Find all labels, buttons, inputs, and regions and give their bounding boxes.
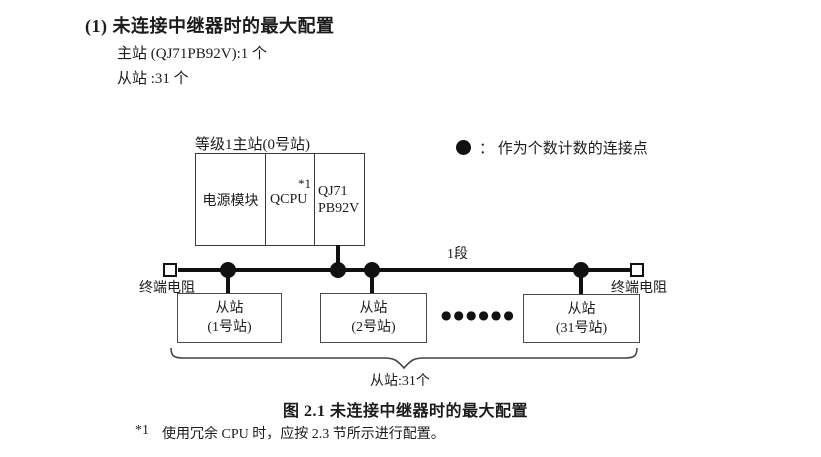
connection-point-dot — [573, 262, 589, 278]
qcpu-label: QCPU — [270, 191, 308, 207]
qcpu-cell: *1 QCPU — [266, 154, 315, 245]
slave-1-line2: (1号站) — [207, 320, 252, 335]
footnote-marker: *1 — [135, 423, 149, 438]
connection-point-dot — [220, 262, 236, 278]
footnote-text: 使用冗余 CPU 时，应按 2.3 节所示进行配置。 — [162, 427, 445, 442]
power-module-cell: 电源模块 — [196, 154, 266, 245]
right-terminator-label: 终端电阻 — [611, 281, 667, 296]
qj71-line2: PB92V — [318, 200, 360, 216]
slave-31-line1: 从站 — [567, 301, 596, 317]
slave-station-box-31: 从站 (31号站) — [523, 294, 640, 343]
bus-line — [178, 268, 630, 272]
legend: ： 作为个数计数的连接点 — [456, 137, 648, 158]
power-module-label: 电源模块 — [202, 193, 259, 209]
qj71pb92v-cell: QJ71 PB92V — [315, 154, 362, 245]
master-station-box: 电源模块 *1 QCPU QJ71 PB92V — [195, 153, 365, 246]
footnote: *1 使用冗余 CPU 时，应按 2.3 节所示进行配置。 — [135, 423, 445, 443]
footnote-ref-1: *1 — [298, 176, 311, 191]
drop-line-slave-1 — [226, 270, 230, 294]
left-terminator-icon — [163, 263, 177, 277]
legend-text: ： 作为个数计数的连接点 — [479, 141, 648, 157]
master-count-line: 主站 (QJ71PB92V):1 个 — [117, 46, 268, 62]
qj71-line1: QJ71 — [318, 183, 348, 199]
slave-station-box-1: 从站 (1号站) — [177, 293, 282, 343]
slave-2-line2: (2号站) — [351, 320, 396, 335]
qj71pb92v-label: QJ71 PB92V — [318, 183, 359, 217]
slave-count-line: 从站 :31 个 — [117, 71, 189, 87]
slave-1-line1: 从站 — [215, 301, 244, 316]
connection-point-dot — [330, 262, 346, 278]
slave-31-line2: (31号站) — [555, 320, 608, 336]
connection-point-icon — [456, 140, 471, 155]
drop-line-slave-31 — [579, 270, 583, 295]
slave-station-box-2: 从站 (2号站) — [320, 293, 427, 343]
left-terminator-label: 终端电阻 — [139, 281, 195, 296]
master-station-label: 等级1主站(0号站) — [195, 137, 310, 153]
section-heading: (1) 未连接中继器时的最大配置 — [85, 16, 335, 36]
slave-2-line1: 从站 — [359, 301, 388, 316]
ellipsis-dots: ●●●●●● — [441, 308, 516, 322]
slave-total-label: 从站:31个 — [370, 374, 430, 389]
drop-line-slave-2 — [370, 270, 374, 294]
segment-label: 1段 — [447, 247, 468, 262]
figure-caption: 图 2.1 未连接中继器时的最大配置 — [283, 403, 529, 420]
drop-line-master — [336, 245, 340, 270]
brace-icon — [168, 346, 640, 372]
connection-point-dot — [364, 262, 380, 278]
right-terminator-icon — [630, 263, 644, 277]
